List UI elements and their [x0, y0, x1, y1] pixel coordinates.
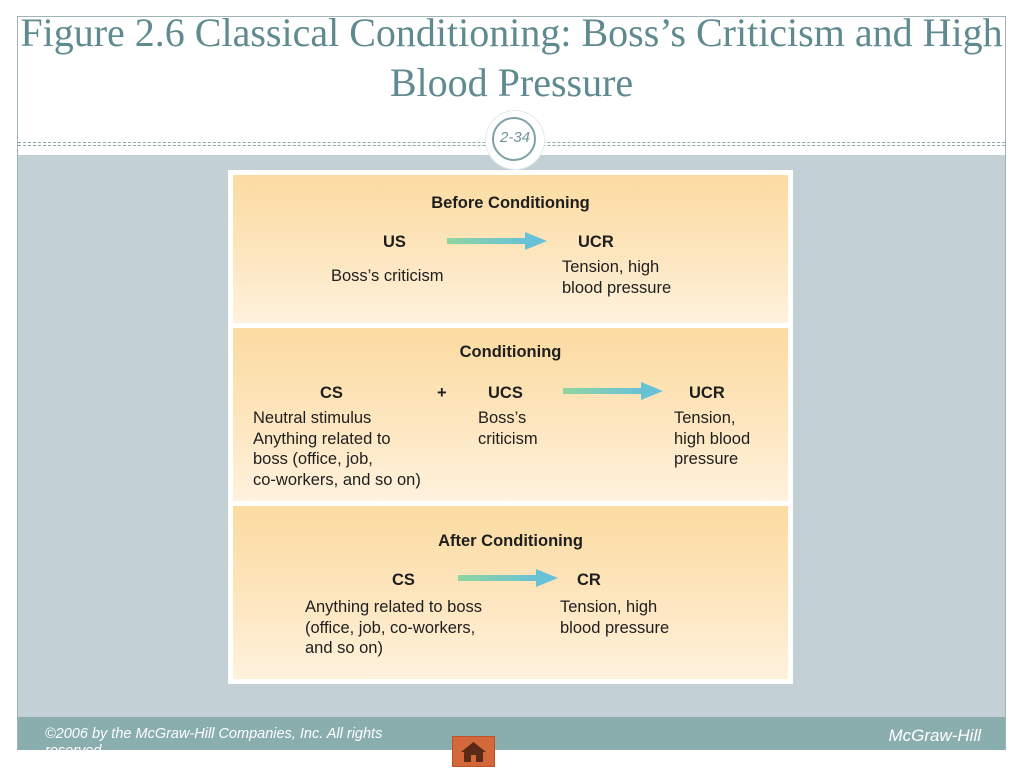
before-heading: Before Conditioning [431, 194, 590, 212]
cr-label: CR [577, 571, 601, 589]
slide-title: Figure 2.6 Classical Conditioning: Boss’… [20, 10, 1003, 105]
cs-description-line: boss (office, job, [253, 450, 373, 468]
conditioning-figure: Before Conditioning US UCR Boss’s critic… [228, 170, 793, 684]
ucs-label: UCS [488, 384, 523, 402]
publisher-name: McGraw-Hill [888, 726, 981, 745]
page-number-ring [492, 117, 536, 161]
ucr-description-line: blood pressure [562, 278, 672, 297]
page-number-badge: 2-34 [486, 111, 544, 169]
plus-sign: + [437, 384, 447, 402]
after-conditioning-section: After Conditioning CS CR Anything relate… [233, 506, 788, 679]
cs-label: CS [392, 571, 415, 589]
cs-label: CS [320, 384, 343, 402]
home-button[interactable] [452, 736, 495, 767]
footer-bar [18, 717, 1005, 750]
cr-description-line: blood pressure [560, 618, 670, 637]
right-arrow-icon [458, 569, 558, 587]
right-arrow-icon [447, 232, 547, 250]
cs-description-line: Anything related to [253, 429, 391, 448]
cs-description-line: co-workers, and so on) [253, 470, 421, 489]
ucr-description-line: Tension, [674, 409, 736, 427]
us-label: US [383, 233, 406, 251]
cs-description-line: Neutral stimulus [253, 409, 372, 427]
conditioning-section: Conditioning CS + UCS UCR Neutral stimul… [233, 328, 788, 501]
cr-description-line: Tension, high [560, 598, 658, 616]
right-arrow-icon [563, 382, 663, 400]
ucr-label: UCR [578, 233, 614, 251]
cs-description-line: Anything related to boss [305, 598, 483, 616]
page-number: 2-34 [499, 129, 531, 146]
cs-description-line: (office, job, co-workers, [305, 618, 476, 637]
before-conditioning-section: Before Conditioning US UCR Boss’s critic… [233, 175, 788, 323]
ucr-description-line: high blood [674, 429, 751, 448]
ucr-description-line: pressure [674, 450, 739, 468]
ucs-description-line: criticism [478, 429, 538, 448]
cs-description-line: and so on) [305, 639, 383, 657]
ucs-description-line: Boss’s [478, 409, 527, 427]
ucr-label: UCR [689, 384, 725, 402]
copyright-notice: ©2006 by the McGraw-Hill Companies, Inc.… [45, 726, 383, 750]
ucr-description-line: Tension, high [562, 258, 660, 276]
home-icon [461, 742, 486, 762]
after-heading: After Conditioning [438, 532, 583, 550]
conditioning-heading: Conditioning [459, 343, 562, 361]
us-description: Boss’s criticism [331, 267, 444, 285]
